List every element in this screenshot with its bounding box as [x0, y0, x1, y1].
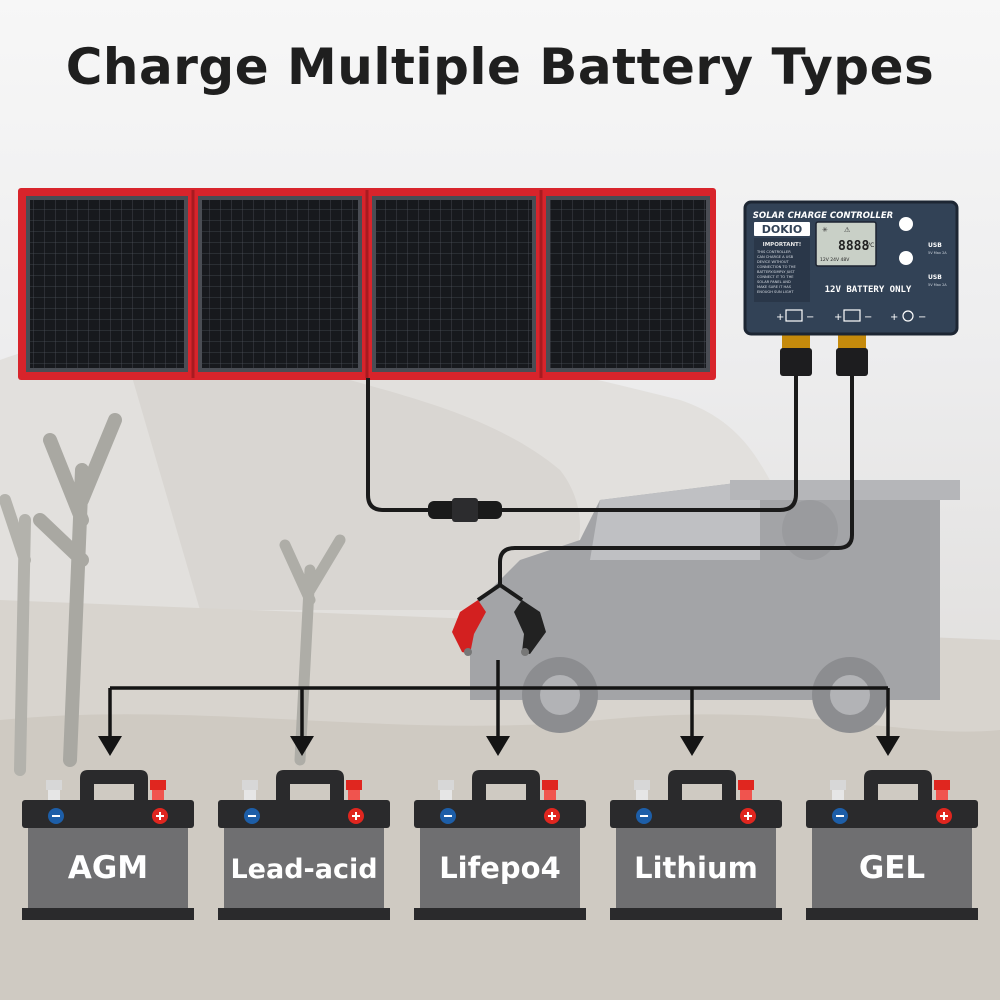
notice-line: DEVICE WITHOUT	[757, 260, 789, 264]
battery-gel: GEL	[806, 770, 978, 920]
battery-lithium: Lithium	[610, 770, 782, 920]
black-clamp	[514, 600, 546, 654]
warning-icon: ⚠	[844, 226, 851, 234]
charge-controller: SOLAR CHARGE CONTROLLER DOKIO IMPORTANT!…	[743, 200, 959, 336]
battery-type-label: Lithium	[634, 851, 758, 885]
battery-lead-acid: Lead-acid	[218, 770, 390, 920]
arrow-down-icon	[680, 736, 704, 756]
distribution-lines	[108, 660, 890, 740]
controller-battery-cable	[498, 370, 854, 585]
solar-icon	[785, 309, 803, 322]
arrow-down-icon	[486, 736, 510, 756]
arrow-down-icon	[98, 736, 122, 756]
controller-brand: DOKIO	[762, 223, 802, 236]
arrow-down-icon	[876, 736, 900, 756]
notice-line: CONNECT IT TO THE	[757, 275, 794, 279]
usb-icon: USB	[928, 242, 942, 249]
page-title: Charge Multiple Battery Types	[65, 38, 935, 96]
notice-line: SOLAR PANEL AND	[757, 280, 791, 284]
battery-only-label: 12V BATTERY ONLY	[825, 285, 912, 295]
notice-line: ENOUGH SUN LIGHT	[757, 290, 794, 294]
notice-line: BATTERY.SIMPLY JUST	[757, 270, 796, 274]
notice-line: CONNECTION TO THE	[757, 265, 796, 269]
lcd-display	[815, 221, 877, 267]
battery-status-icon	[899, 217, 913, 231]
battery-type-label: AGM	[68, 850, 148, 886]
bulb-icon	[902, 310, 914, 322]
controller-pv-cable	[500, 370, 798, 512]
arrowheads	[98, 736, 900, 756]
usb-rating: 5V Max 2A	[928, 251, 947, 255]
battery-type-label: Lead-acid	[230, 854, 377, 885]
terminal-plus: +	[890, 312, 898, 323]
solar-panel-module-3	[372, 196, 536, 372]
battery-type-label: Lifepo4	[439, 851, 561, 885]
notice-line: THIS CONTROLLER	[756, 250, 791, 254]
battery-icon	[843, 309, 861, 322]
battery-lifepo4: Lifepo4	[414, 770, 586, 920]
notice-line: MAKE SURE IT HAS	[757, 285, 792, 289]
load-status-icon	[899, 251, 913, 265]
terminal-plus: +	[776, 312, 784, 323]
controller-notice-title: IMPORTANT!	[763, 242, 802, 248]
panel-cable	[366, 378, 430, 512]
lcd-voltages: 12V 24V 48V	[820, 257, 850, 263]
controller-terminals: + − + − + −	[776, 309, 926, 323]
controller-plugs	[780, 334, 868, 376]
lcd-digits: 8888	[838, 239, 869, 254]
solar-panel-module-4	[546, 196, 710, 372]
notice-line: CAN CHARGE A USB	[757, 255, 794, 259]
lcd-units: VC	[866, 242, 874, 249]
terminal-plus: +	[834, 312, 842, 323]
sun-icon: ✳	[822, 226, 828, 234]
alligator-clamps	[452, 600, 546, 656]
terminal-minus: −	[918, 312, 926, 323]
solar-panel-module-1	[26, 196, 188, 372]
controller-notice: THIS CONTROLLER CAN CHARGE A USB DEVICE …	[756, 250, 796, 294]
controller-heading: SOLAR CHARGE CONTROLLER	[753, 211, 893, 221]
arrow-down-icon	[290, 736, 314, 756]
battery-agm: AGM	[22, 770, 194, 920]
solar-panel-module-2	[198, 196, 362, 372]
solar-panel	[18, 188, 716, 380]
red-clamp	[452, 600, 486, 654]
wiring	[366, 370, 854, 602]
usb-rating: 5V Max 2A	[928, 283, 947, 287]
usb-icon: USB	[928, 274, 942, 281]
terminal-minus: −	[864, 312, 872, 323]
battery-type-label: GEL	[859, 850, 925, 886]
terminal-minus: −	[806, 312, 814, 323]
